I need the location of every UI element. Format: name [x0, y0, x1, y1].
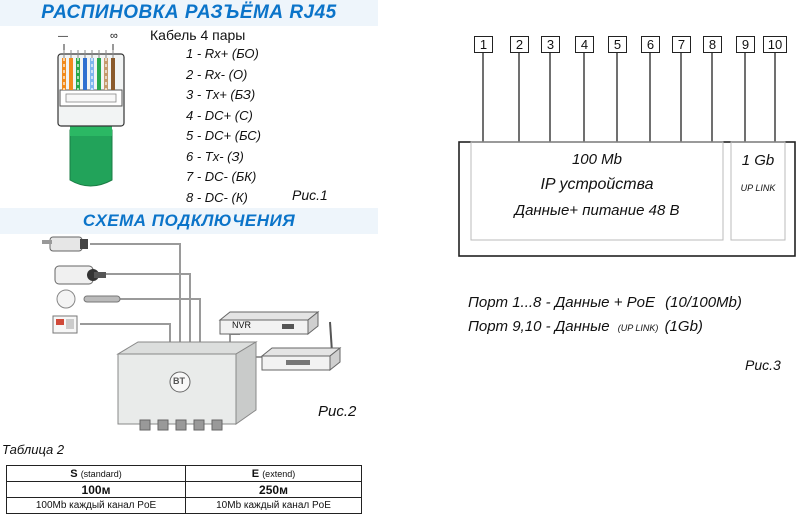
- pin-item: 5 - DC+ (БС): [186, 128, 261, 143]
- pin-item: 4 - DC+ (С): [186, 107, 253, 123]
- figure-2-label: Рис.2: [318, 403, 357, 420]
- table-header-s: S (standard): [6, 465, 186, 482]
- uplink-box-line-2: UP LINK: [740, 183, 776, 193]
- cable-label: Кабель 4 пары: [150, 27, 246, 43]
- pin-item: 2 - Rx- (О): [186, 66, 248, 82]
- main-box-line-2: IP устройства: [540, 176, 654, 193]
- poe-switch-enclosure: [116, 341, 258, 431]
- main-box-line-3: Данные+ питание 48 В: [514, 202, 680, 219]
- port-number-box: 1: [474, 36, 493, 53]
- bullet-camera-icon: [42, 236, 88, 252]
- box-camera-icon: [54, 265, 106, 285]
- port-number-box: 6: [641, 36, 660, 53]
- pin-list: 1 - Rx+ (БО) 2 - Rx- (О) 3 - Tx+ (БЗ) 4 …: [186, 44, 261, 208]
- table-header-e: E (extend): [185, 465, 362, 482]
- nvr-device-icon: [218, 310, 320, 336]
- switch-logo: BT: [173, 376, 185, 386]
- port-number-box: 5: [608, 36, 627, 53]
- table-row: S (standard) E (extend): [6, 465, 362, 482]
- dome-camera-icon: [56, 289, 121, 309]
- pin-item: 3 - Tx+ (БЗ): [186, 87, 256, 102]
- figure-1-label: Рис.1: [292, 187, 328, 203]
- port-number-box: 7: [672, 36, 691, 53]
- intercom-device-icon: [52, 315, 78, 334]
- table-2: S (standard) E (extend) 100м 250м 100Mb …: [6, 465, 362, 514]
- column-letter: E: [251, 467, 260, 480]
- port-number-box: 8: [703, 36, 722, 53]
- table-cell: 100Mb каждый канал PoE: [6, 497, 186, 514]
- table-row: 100Mb каждый канал PoE 10Mb каждый канал…: [6, 497, 362, 514]
- table-cell: 10Mb каждый канал PoE: [185, 497, 362, 514]
- table-cell: 250м: [185, 481, 362, 498]
- uplink-ports-box: [730, 141, 786, 241]
- column-desc: (standard): [80, 468, 122, 479]
- column-letter: S: [70, 467, 78, 480]
- port-number-box: 2: [510, 36, 529, 53]
- main-ports-box: [470, 141, 724, 241]
- scheme-title: СХЕМА ПОДКЛЮЧЕНИЯ: [0, 208, 378, 234]
- figure-3-label: Рис.3: [745, 357, 781, 373]
- pin-item: 8 - DC- (К): [186, 189, 248, 205]
- pin-item: 7 - DC- (БК): [186, 169, 257, 184]
- connection-scheme: [42, 236, 342, 431]
- port-number-box: 4: [575, 36, 594, 53]
- table-row: 100м 250м: [6, 481, 362, 498]
- port-desc-main: Порт 9,10 - Данные: [468, 318, 610, 335]
- table-caption: Таблица 2: [2, 442, 65, 457]
- port-number-box: 3: [541, 36, 560, 53]
- port-number-box: 10: [763, 36, 787, 53]
- port-diagram-lines: [458, 52, 796, 257]
- port-desc-uplink: (UP LINK): [617, 323, 659, 333]
- main-box-line-1: 100 Mb: [571, 151, 623, 168]
- pin8-mark: ∞: [110, 30, 118, 42]
- pinout-title: РАСПИНОВКА РАЗЪЁМА RJ45: [0, 0, 378, 26]
- port-desc-speed: (1Gb): [664, 318, 703, 335]
- port-desc-main: Порт 1...8 - Данные + PoE: [468, 294, 655, 311]
- column-desc: (extend): [262, 468, 296, 479]
- table-cell: 100м: [6, 481, 186, 498]
- port-description-line-2: Порт 9,10 - Данные (UP LINK) (1Gb): [468, 318, 703, 335]
- rj45-connector-illustration: [57, 44, 125, 187]
- port-description-line-1: Порт 1...8 - Данные + PoE (10/100Mb): [468, 294, 742, 311]
- port-desc-speed: (10/100Mb): [665, 294, 742, 311]
- port-number-box: 9: [736, 36, 755, 53]
- pin-item: 6 - Tx- (З): [186, 148, 244, 164]
- router-device-icon: [260, 321, 342, 372]
- uplink-box-line-1: 1 Gb: [741, 152, 775, 169]
- pin-item: 1 - Rx+ (БО): [186, 46, 259, 61]
- pin1-mark: —: [58, 31, 68, 42]
- nvr-label: NVR: [232, 320, 252, 330]
